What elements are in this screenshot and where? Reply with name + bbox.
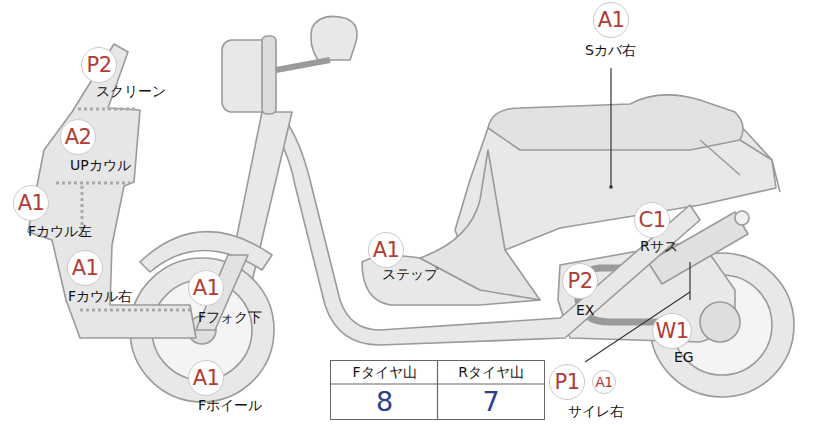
damage-callout: A1 <box>592 370 616 394</box>
shock-mount <box>735 211 749 225</box>
panel-seam <box>56 182 130 185</box>
tread-value: 8 <box>331 384 438 419</box>
part-name: EG <box>674 350 694 365</box>
callout-circle: W1 <box>652 313 692 349</box>
table-rule <box>437 361 438 419</box>
damage-code: A1 <box>18 193 45 214</box>
seat <box>488 95 743 150</box>
front-cowl <box>28 44 196 338</box>
panel-seam <box>78 108 138 111</box>
damage-callout: A1Sカバ右 <box>593 2 629 38</box>
damage-callout: P2EX <box>562 263 598 299</box>
damage-callout: P2スクリーン <box>81 47 117 83</box>
damage-callout: A1Fカウル左 <box>13 185 49 221</box>
handlebar <box>311 16 357 60</box>
rear-hub <box>700 302 740 342</box>
damage-code: C1 <box>638 210 665 231</box>
callout-circle: C1 <box>634 202 670 238</box>
part-name: Fホイール <box>198 398 262 413</box>
damage-code: A1 <box>598 10 625 31</box>
part-name: スクリーン <box>96 84 166 99</box>
tail-lines <box>700 140 780 192</box>
callout-circle: P1 <box>549 364 585 400</box>
part-name: Fカウル左 <box>28 224 92 239</box>
part-name: EX <box>576 303 594 318</box>
leader-line <box>610 68 611 186</box>
damage-code: P1 <box>554 372 579 393</box>
panel-seam <box>80 309 192 312</box>
damage-code: A1 <box>193 278 220 299</box>
part-name: Fフォク下 <box>198 310 262 325</box>
callout-circle: A2 <box>60 119 96 155</box>
callout-circle: A1 <box>368 232 404 268</box>
callout-circle: A1 <box>188 360 224 396</box>
headlight-rim <box>262 36 276 114</box>
part-name: サイレ右 <box>568 404 624 419</box>
leader-line <box>689 262 690 300</box>
leader-dot <box>609 185 613 189</box>
callout-circle: A1 <box>188 270 224 306</box>
damage-callout: P1サイレ右 <box>549 364 585 400</box>
damage-code: W1 <box>655 321 688 342</box>
damage-code: A2 <box>65 127 92 148</box>
handle-stem <box>276 60 330 70</box>
part-name: Fカウル右 <box>68 289 132 304</box>
callout-circle: A1 <box>592 370 616 394</box>
damage-callout: A1Fフォク下 <box>188 270 224 306</box>
damage-callout: A1Fホイール <box>188 360 224 396</box>
table-header: Fタイヤ山 <box>331 361 438 384</box>
damage-callout: A1Fカウル右 <box>67 250 103 286</box>
damage-callout: A1ステップ <box>368 232 404 268</box>
damage-code: A1 <box>193 368 220 389</box>
damage-code: P2 <box>567 271 592 292</box>
damage-code: P2 <box>86 55 111 76</box>
tread-table: Fタイヤ山Rタイヤ山87 <box>330 360 545 420</box>
front-fender <box>140 232 272 272</box>
damage-callout: W1EG <box>654 313 690 349</box>
damage-callout: C1Rサス <box>634 202 670 238</box>
damage-code: A1 <box>72 258 99 279</box>
part-name: Rサス <box>640 239 678 254</box>
callout-circle: P2 <box>81 47 117 83</box>
callout-circle: A1 <box>13 185 49 221</box>
tread-value: 7 <box>438 384 544 419</box>
callout-circle: A1 <box>67 250 103 286</box>
part-name: ステップ <box>382 267 438 282</box>
leg-shield <box>420 150 540 300</box>
table-header: Rタイヤ山 <box>438 361 544 384</box>
callout-circle: A1 <box>593 2 629 38</box>
damage-code: A1 <box>373 240 400 261</box>
callout-circle: P2 <box>562 263 598 299</box>
damage-code: A1 <box>595 375 612 389</box>
damage-callout: A2UPカウル <box>60 119 96 155</box>
part-name: Sカバ右 <box>585 43 636 58</box>
frame-tube <box>272 120 700 345</box>
part-name: UPカウル <box>70 158 131 173</box>
